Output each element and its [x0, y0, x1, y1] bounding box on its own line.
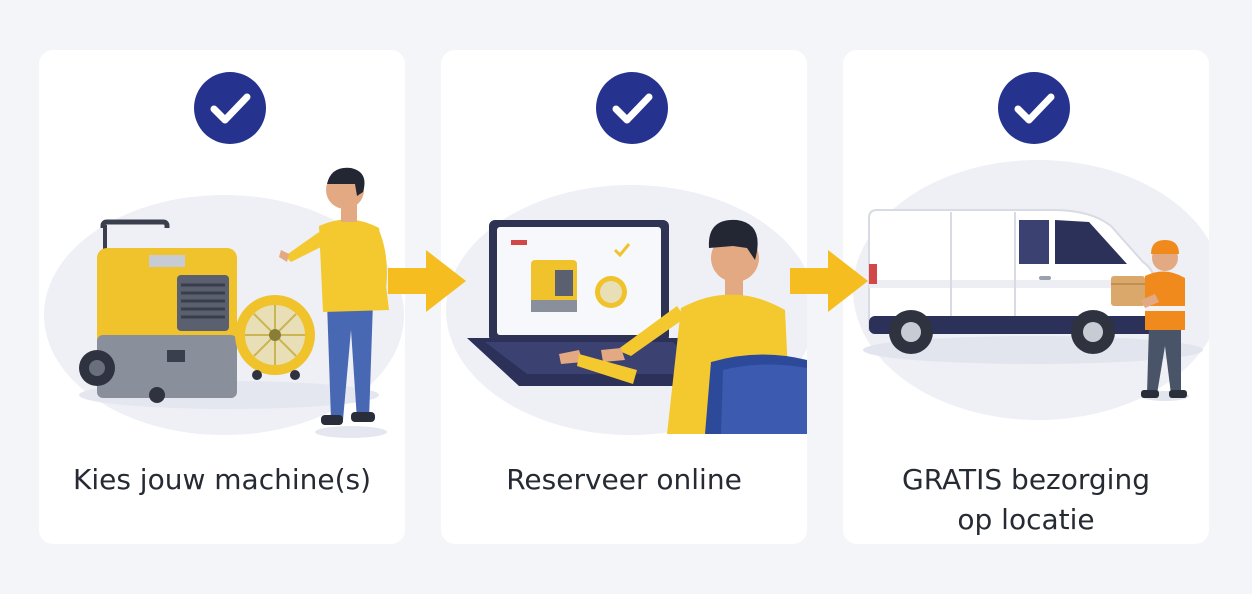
step-card-choose-machine: Kies jouw machine(s) [39, 50, 405, 544]
illustration-choose-machine [44, 167, 404, 438]
step-label-choose-machine: Kies jouw machine(s) [39, 460, 405, 500]
step-label-line: Kies jouw machine(s) [72, 463, 372, 496]
arrow-right-icon [790, 250, 868, 312]
step-card-free-delivery: GRATIS bezorging op locatie [843, 50, 1209, 544]
step-label-line: GRATIS bezorging [902, 463, 1150, 496]
check-circle-icon [998, 72, 1070, 144]
check-circle-icon [194, 72, 266, 144]
illustration-reserve-online [446, 185, 807, 435]
arrow-right-icon [388, 250, 466, 312]
step-card-reserve-online: Reserveer online [441, 50, 807, 544]
step-label-free-delivery: GRATIS bezorging op locatie [843, 460, 1209, 540]
check-circle-icon [596, 72, 668, 144]
step-label-reserve-online: Reserveer online [441, 460, 807, 500]
step-label-line: op locatie [957, 503, 1095, 536]
illustration-free-delivery [853, 160, 1209, 420]
step-label-line: Reserveer online [506, 463, 742, 496]
